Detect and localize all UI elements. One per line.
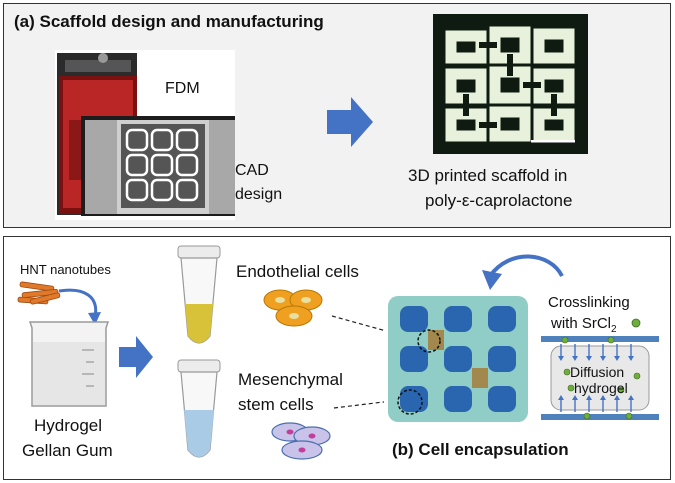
printed-label-line2: poly-ε-caprolactone <box>425 191 573 210</box>
hydrogel-line2: Gellan Gum <box>22 441 113 460</box>
scaffold-photo-icon <box>433 14 588 154</box>
diffusion-line2: hydrogel <box>574 380 628 396</box>
printer-icon <box>55 50 235 220</box>
tube-yellow-icon <box>177 245 221 344</box>
panel-a-title: (a) Scaffold design and manufacturing <box>14 12 324 31</box>
hnt-label: HNT nanotubes <box>20 262 111 277</box>
beaker-icon <box>28 321 110 407</box>
cell-cluster-icon <box>263 289 323 327</box>
diffusion-line1: Diffusion <box>570 364 625 380</box>
crosslink-line2-prefix: with SrCl <box>551 315 612 332</box>
curved-arrow-icon <box>482 254 564 290</box>
panel-b-title: (b) Cell encapsulation <box>392 440 569 459</box>
mesenchymal-line2: stem cells <box>238 395 314 414</box>
fdm-label: FDM <box>165 80 200 97</box>
tube-blue-icon <box>177 359 221 458</box>
cad-label-line1: CAD <box>235 162 269 179</box>
nanotubes-icon <box>17 281 61 305</box>
cad-label-line2: design <box>235 186 283 203</box>
right-arrow-icon <box>327 97 373 147</box>
hydrogel-scaffold-photo-icon <box>384 290 534 428</box>
printed-label-line1: 3D printed scaffold in <box>408 166 568 185</box>
hydrogel-line1: Hydrogel <box>34 416 103 435</box>
crosslink-line1: Crosslinking <box>548 294 630 311</box>
crosslink-line2-sub: 2 <box>611 324 617 335</box>
endothelial-label: Endothelial cells <box>236 262 359 281</box>
mesenchymal-line1: Mesenchymal <box>238 370 343 389</box>
crosslinking-diagram-icon <box>541 336 659 420</box>
curved-arrow-small-icon <box>58 288 101 325</box>
particle-icon <box>631 318 641 328</box>
cell-cluster-icon <box>271 422 331 460</box>
cad-grid-icon <box>125 128 199 202</box>
crosslink-line2: with SrCl2 <box>551 315 617 335</box>
right-arrow-icon <box>119 336 153 378</box>
